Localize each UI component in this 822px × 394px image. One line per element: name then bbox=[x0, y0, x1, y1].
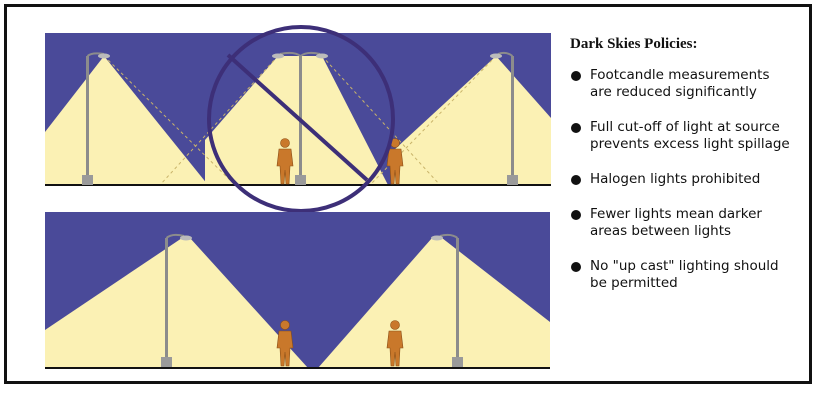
person-figure bbox=[386, 138, 404, 185]
bullet-icon bbox=[571, 175, 581, 185]
bottom-scene bbox=[45, 212, 550, 369]
street-light-pole bbox=[82, 52, 110, 185]
person-figure bbox=[276, 138, 294, 185]
policies-panel: Dark Skies Policies: Footcandle measurem… bbox=[570, 36, 810, 310]
bullet-icon bbox=[571, 71, 581, 81]
prohibited-symbol bbox=[207, 25, 395, 213]
street-light-pole bbox=[490, 51, 518, 185]
policy-item: Full cut-off of light at source prevents… bbox=[570, 119, 810, 153]
person-figure bbox=[276, 320, 294, 367]
policy-item: Footcandle measurements are reduced sign… bbox=[570, 67, 810, 101]
spill-line bbox=[103, 55, 236, 186]
light-cone-4 bbox=[45, 238, 308, 368]
policies-list: Footcandle measurements are reduced sign… bbox=[570, 67, 810, 292]
policies-title: Dark Skies Policies: bbox=[570, 36, 698, 52]
spill-line bbox=[321, 55, 441, 186]
person-figure bbox=[386, 320, 404, 367]
street-light-pole bbox=[431, 233, 463, 367]
bullet-icon bbox=[571, 210, 581, 220]
top-scene bbox=[45, 25, 551, 213]
street-light-pole bbox=[161, 233, 192, 367]
light-cone-1 bbox=[45, 56, 208, 185]
policy-item: Halogen lights prohibited bbox=[570, 171, 810, 188]
light-cone-2 bbox=[205, 56, 388, 185]
policy-item: No "up cast" lighting should be permitte… bbox=[570, 258, 810, 292]
bullet-icon bbox=[571, 262, 581, 272]
bullet-icon bbox=[571, 123, 581, 133]
street-light-pole-double bbox=[272, 51, 328, 185]
spill-line bbox=[159, 55, 279, 186]
light-cone-5 bbox=[318, 238, 550, 368]
policy-item: Fewer lights mean darker areas between l… bbox=[570, 206, 810, 240]
